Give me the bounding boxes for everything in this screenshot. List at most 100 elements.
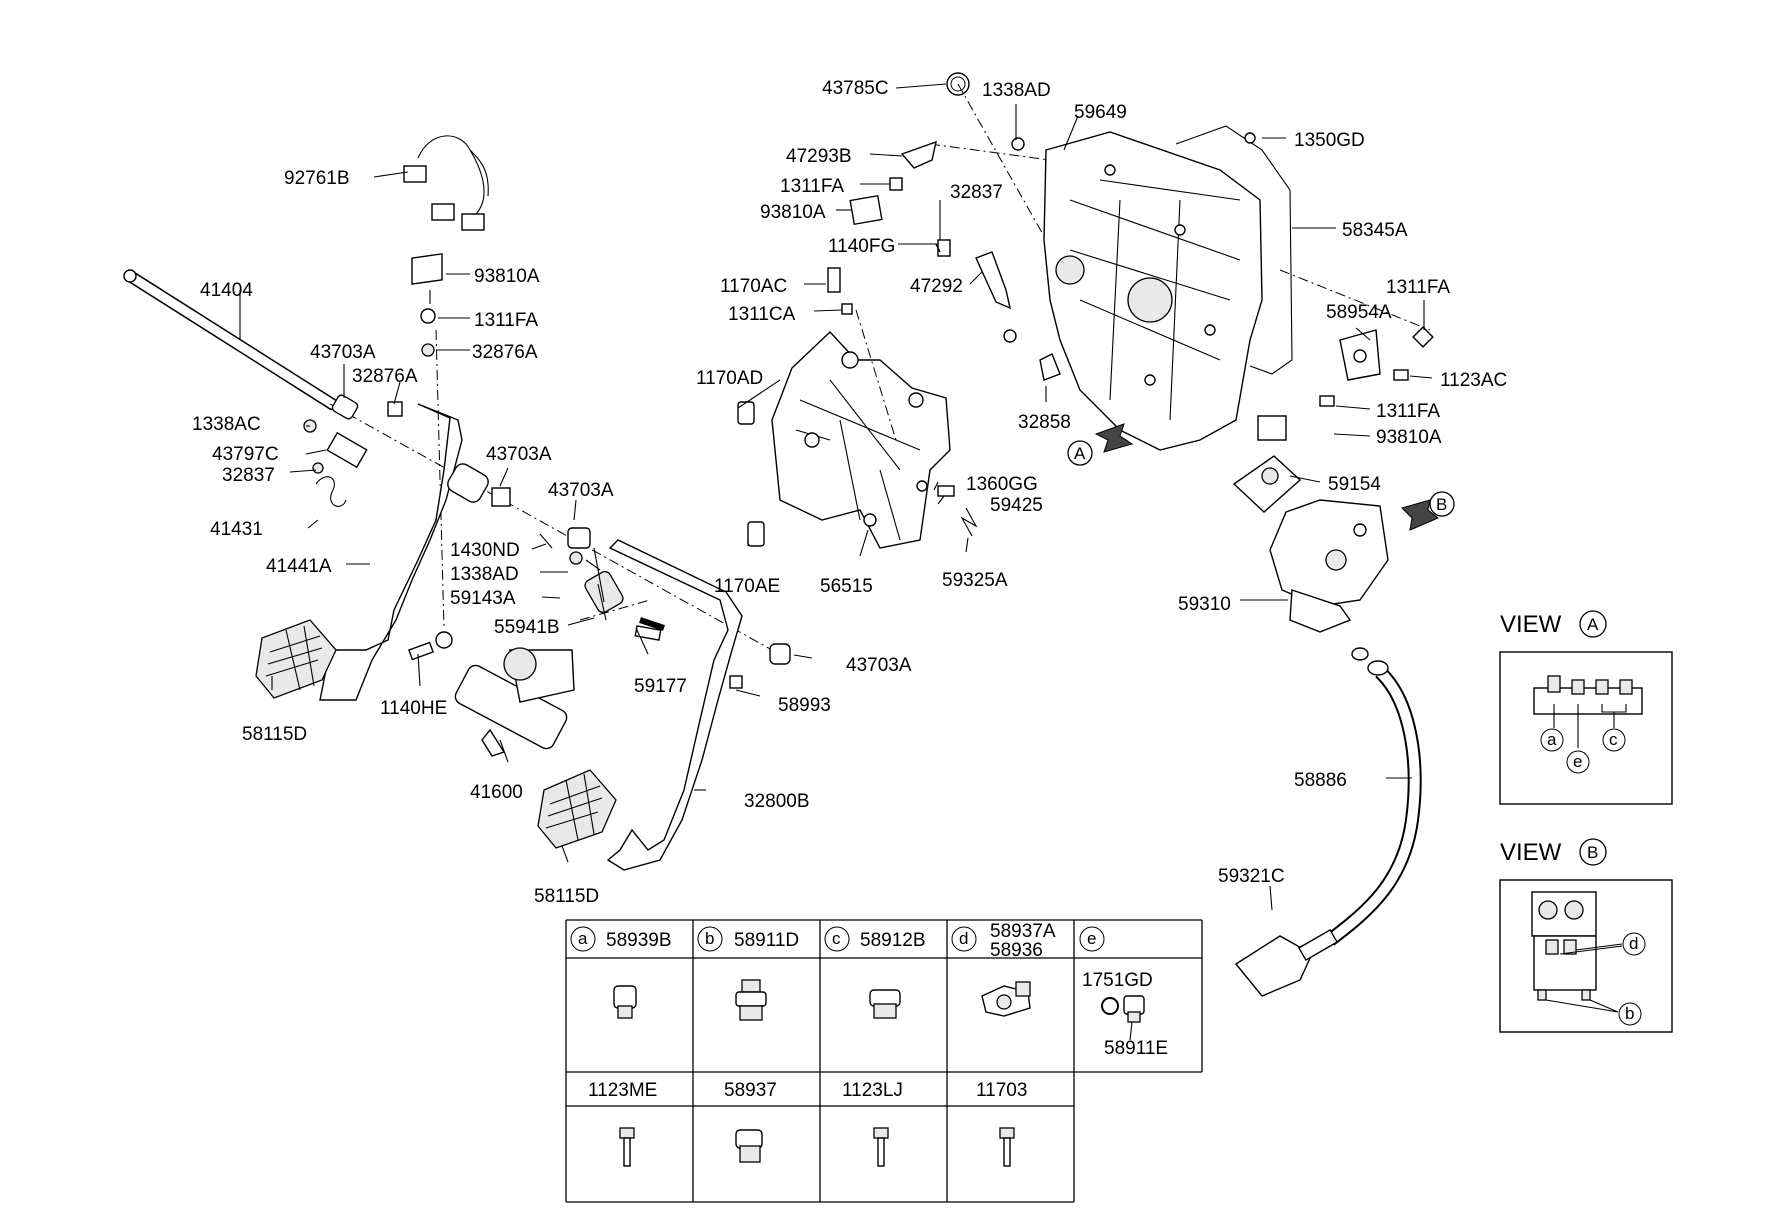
callout-59310: 59310 <box>1178 594 1231 615</box>
svg-text:e: e <box>1087 929 1096 948</box>
svg-text:58936: 58936 <box>990 940 1043 961</box>
leader-lines <box>239 83 1433 911</box>
callout-43785C: 43785C <box>822 78 889 99</box>
clutch-pedal-arm <box>319 403 489 701</box>
svg-text:a: a <box>578 929 588 948</box>
callout-1350GD: 1350GD <box>1294 130 1365 151</box>
view-b-letter: B <box>1587 843 1598 862</box>
callout-93810A: 93810A <box>760 202 826 223</box>
callout-58886: 58886 <box>1294 770 1347 791</box>
callout-93810A: 93810A <box>1376 427 1442 448</box>
fitting-58939B <box>613 985 637 1019</box>
bolt-1123ME <box>619 1127 635 1167</box>
callout-58993: 58993 <box>778 695 831 716</box>
callout-1360GG: 1360GG <box>966 474 1038 495</box>
callout-41431: 41431 <box>210 519 263 540</box>
parts-table: a 58939B b 58911D c 58912B d 58937A 5893… <box>565 919 1203 1203</box>
callout-59425: 59425 <box>990 495 1043 516</box>
callout-92761B: 92761B <box>284 168 350 189</box>
fitting-58911D <box>735 979 767 1021</box>
callout-59649: 59649 <box>1074 102 1127 123</box>
callout-43797C: 43797C <box>212 444 279 465</box>
callout-43703A: 43703A <box>310 342 376 363</box>
callout-32837: 32837 <box>222 465 275 486</box>
callout-59177: 59177 <box>634 676 687 697</box>
callout-58954A: 58954A <box>1326 302 1392 323</box>
view-a-circle-a: a <box>1547 730 1557 749</box>
svg-text:A: A <box>1074 444 1086 463</box>
svg-text:B: B <box>1436 495 1447 514</box>
master-cylinder <box>408 631 575 757</box>
wire-harness <box>403 135 489 231</box>
callout-labels: 92761B 93810A 1311FA 32876A 41404 43703A… <box>192 78 1507 907</box>
svg-text:b: b <box>705 929 714 948</box>
callout-1338AC: 1338AC <box>192 414 261 435</box>
callout-43703A: 43703A <box>486 444 552 465</box>
bolt-11703 <box>999 1127 1015 1167</box>
table-cell-1123ME: 1123ME <box>588 1080 657 1101</box>
callout-58115D: 58115D <box>534 886 599 907</box>
callout-1170AD: 1170AD <box>696 368 763 389</box>
view-marker-a: A <box>1067 440 1093 466</box>
view-b-title: VIEW <box>1500 839 1562 866</box>
callout-1338AD: 1338AD <box>450 564 519 585</box>
callout-43703A: 43703A <box>846 655 912 676</box>
callout-59154: 59154 <box>1328 474 1381 495</box>
pedal-pad-right <box>537 769 617 849</box>
view-a-title: VIEW <box>1500 611 1562 638</box>
callout-41404: 41404 <box>200 280 253 301</box>
callout-41441A: 41441A <box>266 556 332 577</box>
fitting-58937A <box>981 981 1031 1017</box>
callout-32876A: 32876A <box>472 342 538 363</box>
table-header-e: e <box>1079 926 1105 952</box>
table-header-d: d 58937A 58936 <box>951 921 1056 961</box>
callout-43703A: 43703A <box>548 480 614 501</box>
svg-text:c: c <box>832 929 841 948</box>
fitting-58912B <box>869 989 901 1019</box>
callout-1430ND: 1430ND <box>450 540 520 561</box>
view-a-inset: VIEW A a e c <box>1499 610 1673 805</box>
firewall-assembly <box>849 72 1439 997</box>
fitting-58937 <box>735 1129 763 1163</box>
callout-56515: 56515 <box>820 576 873 597</box>
callout-1311FA: 1311FA <box>1386 277 1450 298</box>
pedal-bracket <box>737 267 978 549</box>
callout-1123AC: 1123AC <box>1440 370 1507 391</box>
callout-47292: 47292 <box>910 276 963 297</box>
callout-59321C: 59321C <box>1218 866 1285 887</box>
callout-58345A: 58345A <box>1342 220 1408 241</box>
callout-1311FA: 1311FA <box>1376 401 1440 422</box>
svg-text:58912B: 58912B <box>860 930 926 951</box>
table-header-b: b 58911D <box>697 926 799 952</box>
callout-59325A: 59325A <box>942 570 1008 591</box>
table-cell-11703: 11703 <box>976 1080 1027 1101</box>
callout-41600: 41600 <box>470 782 523 803</box>
callout-1140FG: 1140FG <box>828 236 895 257</box>
left-pedal-assembly <box>123 135 791 871</box>
callout-58115D: 58115D <box>242 724 307 745</box>
table-header-a: a 58939B <box>570 926 672 952</box>
svg-text:58939B: 58939B <box>606 930 672 951</box>
callout-55941B: 55941B <box>494 617 560 638</box>
table-cell-58937: 58937 <box>724 1080 777 1101</box>
svg-text:d: d <box>959 929 968 948</box>
pivot-rod <box>123 269 338 410</box>
callout-32858: 32858 <box>1018 412 1071 433</box>
callout-1311FA: 1311FA <box>780 176 844 197</box>
callout-59143A: 59143A <box>450 588 516 609</box>
table-header-c: c 58912B <box>824 926 926 952</box>
callout-32800B: 32800B <box>744 791 810 812</box>
view-b-inset: VIEW B d b <box>1499 838 1673 1033</box>
callout-32876A: 32876A <box>352 366 418 387</box>
svg-text:1751GD: 1751GD <box>1082 970 1153 991</box>
callout-93810A: 93810A <box>474 266 540 287</box>
switch <box>411 253 443 357</box>
view-marker-b: B <box>1429 491 1455 517</box>
view-b-circle-d: d <box>1629 934 1638 953</box>
svg-text:58937A: 58937A <box>990 921 1056 942</box>
callout-1140HE: 1140HE <box>380 698 447 719</box>
callout-32837: 32837 <box>950 182 1003 203</box>
table-cell-1123LJ: 1123LJ <box>842 1080 903 1101</box>
callout-1338AD: 1338AD <box>982 80 1051 101</box>
view-a-circle-e: e <box>1573 752 1582 771</box>
